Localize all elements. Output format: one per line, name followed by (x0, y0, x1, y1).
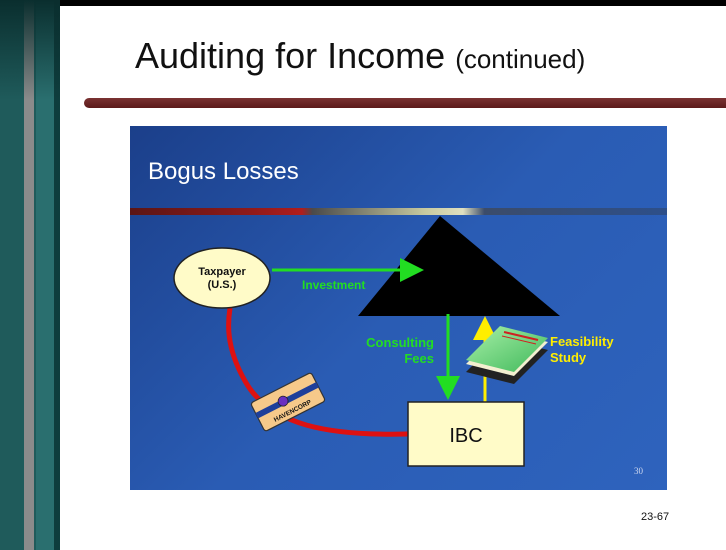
red-return-curve (226, 307, 409, 437)
page-title-main: Auditing for Income (135, 35, 446, 76)
slide-number: 30 (634, 466, 643, 476)
offshore-triangle (358, 216, 560, 316)
ibc-node (407, 401, 525, 467)
left-decorative-bar (0, 0, 60, 550)
title-rule (84, 98, 726, 108)
havencorp-card-icon: HAVENCORP (250, 372, 326, 432)
top-border (0, 0, 726, 6)
slide-title-rule (130, 208, 667, 215)
taxpayer-node (173, 247, 271, 309)
flow-diagram: Investment Consulting Fees Feasibility S… (173, 216, 614, 467)
page-title: Auditing for Income (continued) (135, 34, 585, 81)
ibc-label: IBC (449, 425, 482, 447)
taxpayer-label-line1: Taxpayer (198, 266, 246, 278)
page-number: 23-67 (641, 511, 670, 523)
feasibility-label-line2: Study (550, 350, 587, 365)
slide-title: Bogus Losses (148, 158, 299, 185)
embedded-slide: Bogus Losses Investment (130, 126, 667, 490)
feasibility-study-book-icon (466, 326, 548, 384)
investment-label: Investment (302, 278, 365, 292)
consulting-label-line2: Fees (404, 351, 434, 366)
taxpayer-label-line2: (U.S.) (208, 279, 237, 291)
consulting-label-line1: Consulting (366, 335, 434, 350)
feasibility-label-line1: Feasibility (550, 334, 614, 349)
page-title-suffix: (continued) (455, 44, 586, 74)
